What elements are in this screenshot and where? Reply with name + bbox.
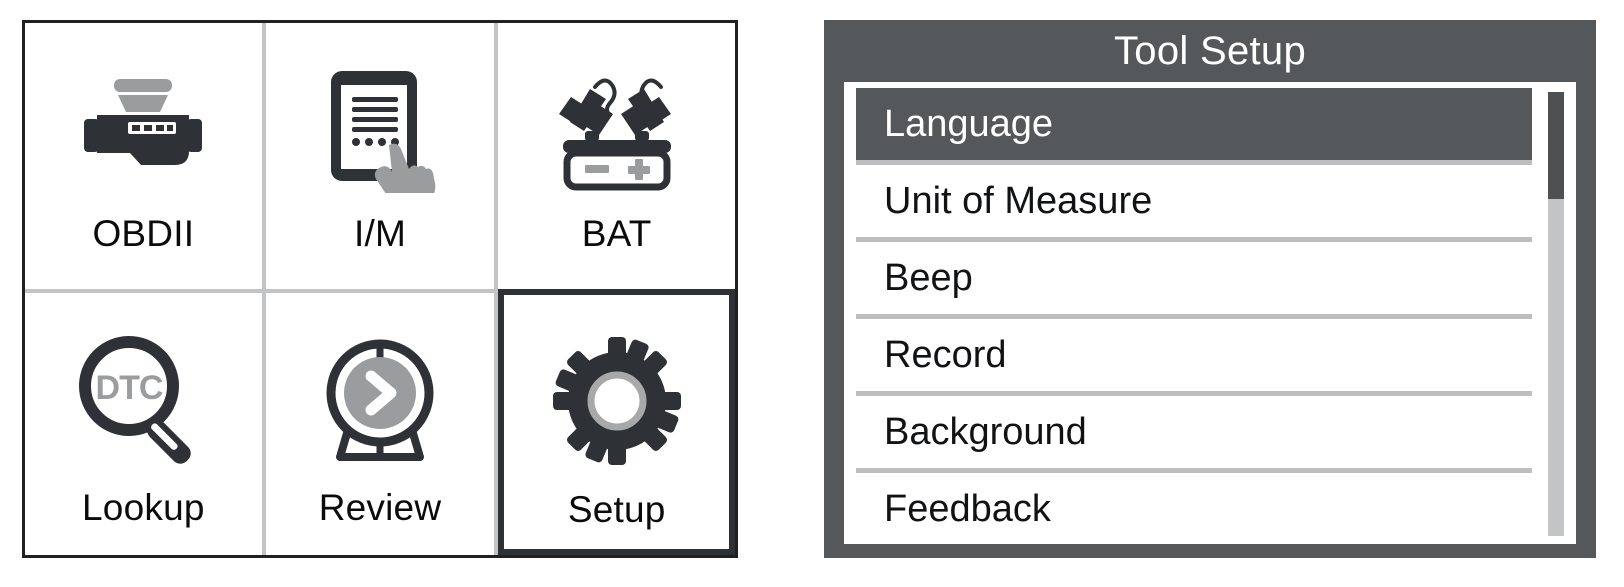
tile-label-review: Review [318, 487, 442, 528]
tile-bat[interactable]: BAT [498, 23, 735, 289]
page-title: Tool Setup [1113, 29, 1307, 73]
menu-separator [856, 237, 1532, 242]
menu-separator [856, 314, 1532, 319]
dtc-magnifier-icon: DTC [25, 319, 262, 479]
setup-menu-list: Language Unit of Measure Beep Record Bac… [856, 88, 1532, 544]
menu-item-label: Beep [884, 257, 973, 299]
tile-lookup[interactable]: DTC Lookup [25, 289, 262, 555]
playback-reel-icon [266, 319, 495, 479]
menu-item-feedback[interactable]: Feedback [856, 473, 1532, 544]
menu-item-background[interactable]: Background [856, 396, 1532, 468]
tile-obdii[interactable]: OBDII [25, 23, 262, 289]
engine-icon [25, 49, 262, 209]
tile-label-setup: Setup [567, 489, 666, 530]
menu-item-language[interactable]: Language [856, 88, 1532, 160]
tile-label-obdii: OBDII [92, 213, 195, 254]
menu-item-beep[interactable]: Beep [856, 242, 1532, 314]
menu-item-label: Record [884, 334, 1007, 376]
scrollbar-thumb[interactable] [1548, 92, 1564, 199]
svg-text:DTC: DTC [96, 369, 163, 407]
tile-label-lookup: Lookup [82, 487, 205, 528]
menu-separator [856, 160, 1532, 165]
tool-setup-panel: Tool Setup Language Unit of Measure Beep… [824, 20, 1596, 558]
menu-item-record[interactable]: Record [856, 319, 1532, 391]
menu-item-label: Feedback [884, 488, 1051, 530]
tile-im[interactable]: I/M [261, 23, 499, 289]
menu-separator [856, 468, 1532, 473]
tablet-touch-icon [266, 49, 495, 209]
battery-clamps-icon [498, 49, 735, 209]
home-icon-grid: OBDII I/M [22, 20, 738, 558]
menu-item-label: Language [884, 103, 1054, 145]
tile-label-im: I/M [354, 213, 406, 254]
tile-setup[interactable]: Setup [498, 289, 735, 555]
menu-item-label: Unit of Measure [884, 180, 1153, 222]
gear-icon [504, 321, 729, 481]
setup-menu-container: Language Unit of Measure Beep Record Bac… [844, 82, 1576, 544]
tile-review[interactable]: Review [261, 289, 499, 555]
menu-item-unit-of-measure[interactable]: Unit of Measure [856, 165, 1532, 237]
menu-separator [856, 391, 1532, 396]
scrollbar[interactable] [1548, 92, 1564, 536]
tile-label-bat: BAT [581, 213, 652, 254]
menu-item-label: Background [884, 411, 1087, 453]
